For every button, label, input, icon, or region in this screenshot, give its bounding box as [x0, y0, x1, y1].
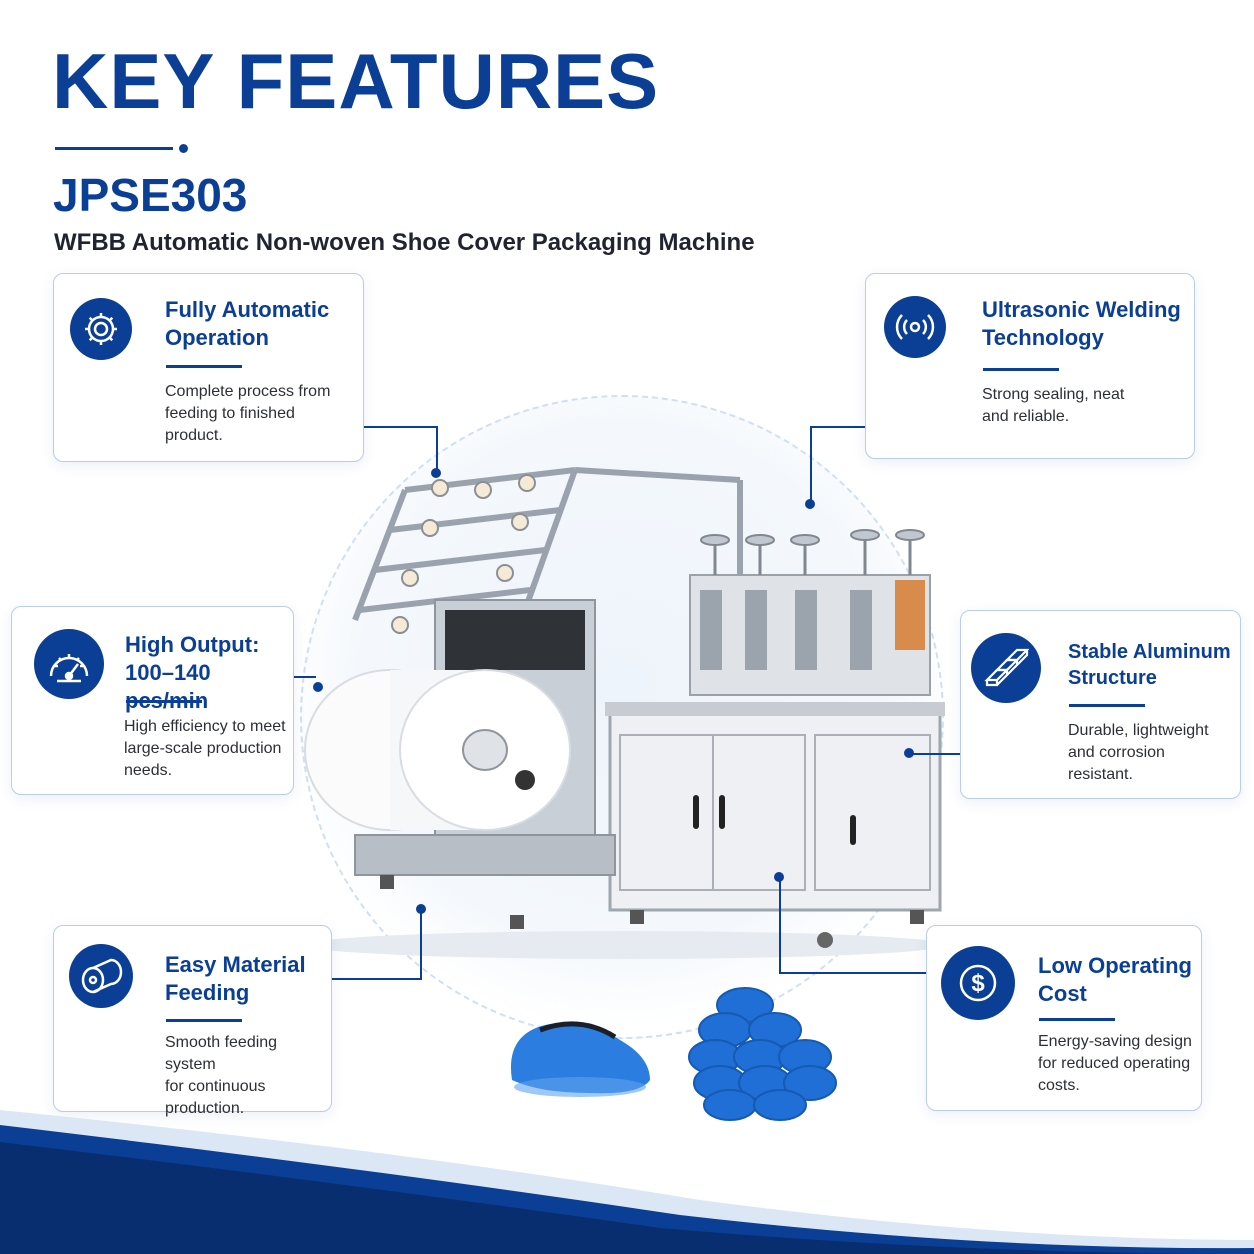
feature-title-underline [1069, 704, 1145, 707]
title-underline-dot [179, 144, 188, 153]
connector-aluminum [912, 753, 960, 755]
ultrasonic-wave-icon [884, 296, 946, 358]
connector-dot [416, 904, 426, 914]
dollar-icon: $ [941, 946, 1015, 1020]
feature-title-underline [1039, 1018, 1115, 1021]
connector-dot [774, 872, 784, 882]
feature-title-underline [166, 1019, 242, 1022]
product-subtitle: WFBB Automatic Non-woven Shoe Cover Pack… [54, 229, 755, 256]
title-underline [55, 147, 173, 150]
connector-dot [431, 468, 441, 478]
gear-icon [70, 298, 132, 360]
feature-card-high-output: High Output:100–140 pcs/min High efficie… [11, 606, 294, 795]
connector-fully-automatic [363, 426, 438, 474]
connector-dot [313, 682, 323, 692]
feature-title-underline [983, 368, 1059, 371]
connector-ultrasonic [810, 426, 868, 504]
connector-low-cost [779, 876, 928, 974]
bottom-wave-decoration [0, 1110, 1254, 1254]
connector-high-output [292, 676, 316, 678]
material-roll-icon [69, 944, 133, 1008]
aluminum-profile-icon [971, 633, 1041, 703]
svg-text:$: $ [971, 970, 985, 997]
feature-title-underline [166, 365, 242, 368]
model-number: JPSE303 [53, 169, 248, 221]
connector-dot [805, 499, 815, 509]
speedometer-icon [34, 629, 104, 699]
feature-title-underline [126, 700, 202, 703]
connector-easy-feeding [331, 910, 422, 980]
connector-dot [904, 748, 914, 758]
shoe-covers-image [510, 987, 837, 1121]
page-title: KEY FEATURES [52, 37, 660, 125]
